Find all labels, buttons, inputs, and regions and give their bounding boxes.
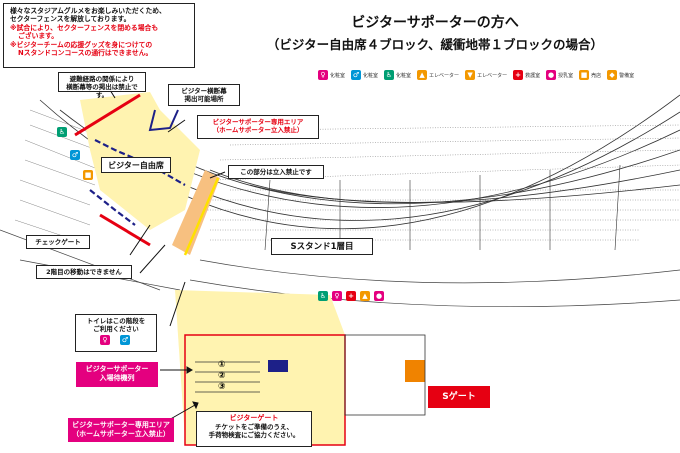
queue-label-box: ビジターサポーター 入場待機列 (76, 362, 158, 387)
accessible-toilet-icon: ♿ (318, 291, 328, 301)
queue-lane-2: ② (218, 371, 226, 381)
s-gate-label: Sゲート (428, 386, 490, 408)
legend-item: ▲エレベーター (417, 70, 459, 80)
banner-prohibited-callout: 避難経路の関係により 横断幕等の掲出は禁止です。 (58, 72, 146, 99)
toilet-female-icon: ♀ (100, 335, 110, 346)
accessible-toilet-icon: ♿ (384, 70, 395, 80)
page-title: ビジターサポーターの方へ （ビジター自由席４ブロック、緩衝地帯１ブロックの場合） (200, 12, 670, 53)
notice-red-line: ※ビジターチームの応援グッズを身につけての (10, 40, 153, 49)
facility-legend: ♀化粧室♂化粧室♿化粧室▲エレベーター▼エレベーター+救護室●授乳室■売店◆警備… (318, 70, 640, 80)
first-aid-icon: + (513, 70, 524, 80)
elevator-icon: ▲ (360, 291, 370, 301)
s-stand-label: Sスタンド1層目 (271, 238, 373, 255)
first-aid-icon: + (346, 291, 356, 301)
notice-line: セクターフェンスを解放しております。 (10, 15, 131, 24)
notice-line: 様々なスタジアムグルメをお楽しみいただくため、 (10, 7, 166, 15)
legend-item: ▼エレベーター (465, 70, 507, 80)
legend-item: ■売店 (579, 70, 601, 80)
legend-label: 化粧室 (396, 72, 412, 79)
notice-red-line: Nスタンドコンコースの通行はできません。 (18, 49, 153, 58)
queue-lane-1: ① (218, 360, 226, 370)
legend-item: ♿化粧室 (384, 70, 411, 80)
no-second-floor-callout: 2階目の移動はできません (36, 265, 132, 279)
toilet-icon: ♂ (351, 70, 362, 80)
toilet-icon: ♀ (318, 70, 328, 80)
legend-item: ♂化粧室 (351, 70, 378, 80)
toilet-icon: ♂ (70, 150, 80, 160)
exclusive-area-box: ビジターサポーター専用エリア （ホームサポーター立入禁止） (68, 418, 174, 442)
toilet-icon-left: ♂ (70, 150, 82, 160)
title-line-1: ビジターサポーターの方へ (351, 15, 519, 31)
queue-lane-3: ③ (218, 382, 226, 392)
no-entry-zone (172, 170, 220, 255)
legend-item: ◆警備室 (607, 70, 634, 80)
legend-item: ♀化粧室 (318, 70, 345, 80)
visitor-free-seat-label: ビジター自由席 (101, 157, 171, 173)
legend-item: ●授乳室 (546, 70, 573, 80)
nursing-icon: ● (546, 70, 557, 80)
legend-label: 化粧室 (330, 72, 346, 79)
exclusive-area-callout: ビジターサポーター専用エリア （ホームサポーター立入禁止） (197, 115, 319, 139)
check-gate-label: チェックゲート (26, 235, 90, 249)
elevator-icon: ▲ (417, 70, 428, 80)
toilet-stairs-callout: トイレはこの階段を ご利用ください ♀ ♂ (75, 314, 157, 352)
shop-icon-left: ■ (83, 170, 95, 180)
fence-notice: 様々なスタジアムグルメをお楽しみいただくため、 セクターフェンスを解放しておりま… (3, 3, 195, 68)
no-entry-callout: この部分は立入禁止です (228, 165, 324, 179)
visitor-banner-callout: ビジター横断幕 掲出可能場所 (168, 84, 240, 106)
stand-facility-icons: ♿ ♀ + ▲ ● (318, 291, 386, 301)
legend-label: 授乳室 (558, 72, 574, 79)
accessible-toilet-icon: ♿ (57, 127, 67, 137)
notice-red-line: ※試合により、セクターフェンスを閉める場合も (10, 23, 159, 32)
legend-label: エレベーター (477, 72, 508, 79)
legend-label: 化粧室 (363, 72, 379, 79)
shop-icon: ■ (83, 170, 93, 180)
toilet-male-icon: ♂ (120, 335, 130, 346)
elevator-icon: ▼ (465, 70, 476, 80)
accessible-icon-left: ♿ (57, 127, 69, 137)
nursing-icon: ● (374, 291, 384, 301)
queue-lanes: ① ② ③ (218, 360, 226, 393)
legend-label: 売店 (591, 72, 602, 79)
legend-label: 救護室 (525, 72, 541, 79)
title-line-2: （ビジター自由席４ブロック、緩衝地帯１ブロックの場合） (266, 37, 604, 52)
security-icon: ◆ (607, 70, 618, 80)
shop-icon: ■ (579, 70, 590, 80)
visitor-gate-callout: ビジターゲート チケットをご準備のうえ、 手荷物検査にご協力ください。 (196, 411, 312, 447)
toilet-icon: ♀ (332, 291, 342, 301)
notice-red-line: ございます。 (18, 32, 59, 41)
legend-label: 警備室 (619, 72, 635, 79)
legend-label: エレベーター (429, 72, 460, 79)
legend-item: +救護室 (513, 70, 540, 80)
